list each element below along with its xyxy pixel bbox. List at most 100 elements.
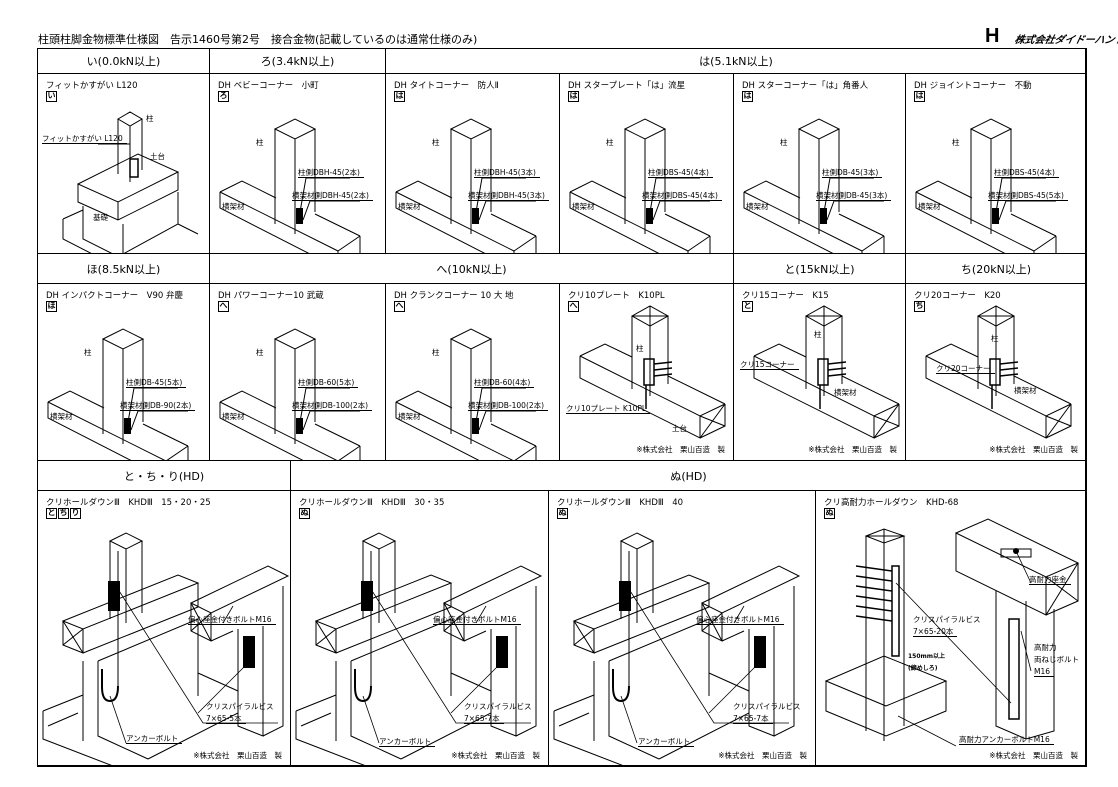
- section-header: ろ(3.4kN以上): [209, 48, 386, 74]
- callout-label: フィットかすがい L120: [42, 134, 127, 144]
- product-cell: DH インパクトコーナー V90 弁慶ほ柱柱側DB-45(5本)横架材側DB-9…: [37, 283, 210, 461]
- section-header: と・ち・り(HD): [37, 460, 291, 491]
- callout-label: 横架材側DBH-45(2本): [292, 191, 373, 201]
- product-name: DH ジョイントコーナー 不動: [914, 81, 1032, 91]
- callout-label: (締めしろ): [908, 665, 938, 672]
- callout-label: 150mm以上: [908, 653, 946, 660]
- grade-badge: ぬ: [299, 508, 310, 519]
- grade-badges: ぬ: [299, 508, 310, 519]
- callout-label: 横架材: [918, 202, 941, 211]
- product-name: DH ベビーコーナー 小町: [218, 81, 319, 91]
- grade-badges: い: [46, 91, 57, 102]
- product-cell: DH スターコーナー「は」角番人は柱柱側DB-45(3本)横架材側DB-45(3…: [733, 73, 906, 254]
- grade-badge: り: [70, 508, 81, 519]
- grade-badges: へ: [568, 301, 579, 312]
- callout-label: 偏心座金付きボルトM16: [188, 615, 276, 625]
- callout-label: 柱側DB-60(5本): [298, 378, 359, 388]
- section-header: と(15kN以上): [733, 253, 906, 284]
- grade-badge: へ: [218, 301, 229, 312]
- callout-label: 土台: [672, 424, 687, 433]
- grade-badge: ほ: [46, 301, 57, 312]
- holddown-drawing: [824, 518, 1080, 747]
- grade-badge: ち: [914, 301, 925, 312]
- callout-label: 7×65-7本: [733, 714, 773, 724]
- manufacturer-note: ※株式会社 栗山百造 製: [989, 751, 1078, 760]
- manufacturer-note: ※株式会社 栗山百造 製: [718, 751, 807, 760]
- callout-label: 横架材: [834, 388, 857, 397]
- callout-label: 横架材: [398, 202, 421, 211]
- callout-label: 横架材側DB-45(3本): [816, 191, 892, 201]
- callout-label: アンカーボルト: [379, 737, 436, 747]
- callout-label: アンカーボルト: [638, 737, 695, 747]
- grade-badges: ぬ: [824, 508, 835, 519]
- callout-label: 横架材側DB-100(2本): [292, 401, 373, 411]
- callout-label: 高耐力: [1034, 643, 1057, 652]
- grade-badge: は: [914, 91, 925, 102]
- callout-label: 横架材: [222, 202, 245, 211]
- callout-label: 柱: [146, 114, 154, 123]
- holddown-drawing: [295, 532, 543, 766]
- callout-label: クリスパイラルビス: [913, 615, 981, 624]
- callout-label: 柱: [256, 348, 264, 357]
- logo-mark: H: [985, 25, 1000, 47]
- callout-label: 7×65-20本: [913, 627, 958, 637]
- callout-label: クリスパイラルビス: [206, 702, 274, 711]
- callout-label: 柱: [606, 138, 614, 147]
- product-cell: DH ベビーコーナー 小町ろ柱柱側DBH-45(2本)横架材側DBH-45(2本…: [209, 73, 386, 254]
- grade-badge: い: [46, 91, 57, 102]
- grade-badge: と: [742, 301, 753, 312]
- callout-label: 高耐力アンカーボルトM16: [959, 735, 1054, 745]
- product-name: クリ高耐力ホールダウン KHD-68: [824, 498, 959, 508]
- callout-label: 柱: [780, 138, 788, 147]
- callout-label: 柱: [814, 330, 822, 339]
- manufacturer-note: ※株式会社 栗山百造 製: [636, 445, 725, 454]
- callout-label: クリスパイラルビス: [733, 702, 801, 711]
- product-name: DH スターコーナー「は」角番人: [742, 81, 869, 91]
- grade-badge: へ: [568, 301, 579, 312]
- callout-label: 横架材: [572, 202, 595, 211]
- grade-badges: は: [568, 91, 579, 102]
- grade-badge: ぬ: [557, 508, 568, 519]
- product-cell: DH クランクコーナー 10 大 地へ柱柱側DB-60(4本)横架材側DB-10…: [385, 283, 560, 461]
- callout-label: クリスパイラルビス: [464, 702, 532, 711]
- grade-badges: ほ: [46, 301, 57, 312]
- joint-drawing: [219, 118, 361, 253]
- section-header: は(5.1kN以上): [385, 48, 1087, 74]
- joint-drawing: [395, 118, 537, 253]
- grade-badge: は: [394, 91, 405, 102]
- callout-label: 柱: [636, 344, 644, 353]
- callout-label: M16: [1034, 667, 1055, 677]
- grade-badges: へ: [394, 301, 405, 312]
- product-name: フィットかすがい L120: [46, 81, 138, 91]
- holddown-drawing: [42, 532, 290, 766]
- manufacturer-note: ※株式会社 栗山百造 製: [193, 751, 282, 760]
- joint-drawing: [915, 118, 1057, 253]
- callout-label: クリ20コーナー: [936, 364, 995, 374]
- product-cell: DH ジョイントコーナー 不動は柱柱側DBS-45(4本)横架材側DBS-45(…: [905, 73, 1087, 254]
- product-name: DH スタープレート「は」流星: [568, 81, 686, 91]
- document-title: 柱頭柱脚金物標準仕様図 告示1460号第2号 接合金物(記載しているのは通常仕様…: [38, 33, 478, 46]
- callout-label: 横架材側DBS-45(5本): [988, 191, 1068, 201]
- callout-label: 柱側DB-60(4本): [474, 378, 535, 388]
- holddown-drawing: [553, 532, 801, 766]
- grade-badge: ぬ: [824, 508, 835, 519]
- callout-label: 横架材側DB-100(2本): [468, 401, 549, 411]
- callout-label: 柱: [432, 348, 440, 357]
- grade-badges: は: [914, 91, 925, 102]
- product-cell: DH スタープレート「は」流星は柱柱側DBS-45(4本)横架材側DBS-45(…: [559, 73, 734, 254]
- grade-badges: と: [742, 301, 753, 312]
- callout-label: 横架材側DB-90(2本): [120, 401, 196, 411]
- callout-label: 偏心座金付きボルトM16: [696, 615, 784, 625]
- joint-drawing: [569, 118, 711, 253]
- grade-badge: は: [742, 91, 753, 102]
- grade-badges: ろ: [218, 91, 229, 102]
- grade-badge: ろ: [218, 91, 229, 102]
- callout-label: 柱側DBH-45(2本): [298, 168, 364, 178]
- callout-label: 高耐力座金: [1029, 575, 1071, 585]
